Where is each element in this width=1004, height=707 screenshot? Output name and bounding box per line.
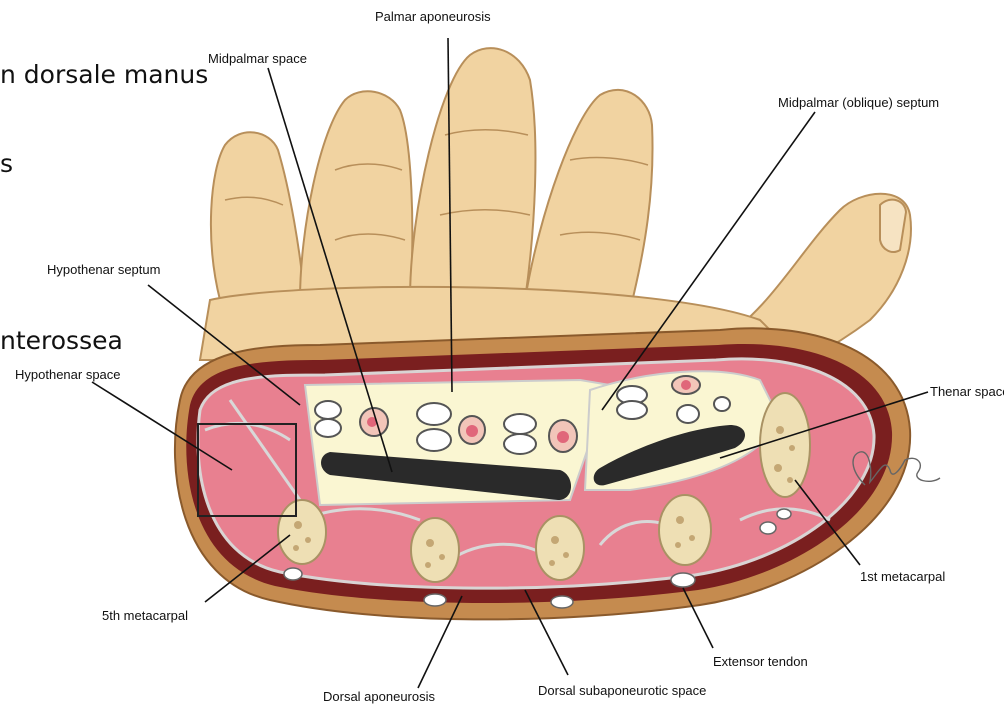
label-extensor-tendon: Extensor tendon bbox=[713, 655, 808, 668]
slide-text-line-3: nterossea bbox=[0, 328, 123, 353]
finger-index bbox=[525, 90, 653, 310]
label-dorsal-subaponeurotic-space: Dorsal subaponeurotic space bbox=[538, 684, 706, 697]
slide-text-line-2: s bbox=[0, 151, 13, 176]
finger-little bbox=[211, 132, 305, 300]
fifth-metacarpal-bone bbox=[278, 500, 326, 564]
label-1st-metacarpal: 1st metacarpal bbox=[860, 570, 945, 583]
label-midpalmar-space: Midpalmar space bbox=[208, 52, 307, 65]
label-thenar-space: Thenar space bbox=[930, 385, 1004, 398]
label-dorsal-aponeurosis: Dorsal aponeurosis bbox=[323, 690, 435, 703]
label-5th-metacarpal: 5th metacarpal bbox=[102, 609, 188, 622]
label-hypothenar-septum: Hypothenar septum bbox=[47, 263, 160, 276]
label-palmar-aponeurosis: Palmar aponeurosis bbox=[375, 10, 491, 23]
label-midpalmar-septum: Midpalmar (oblique) septum bbox=[778, 96, 939, 109]
first-metacarpal-bone bbox=[760, 393, 810, 497]
finger-ring bbox=[300, 91, 412, 300]
finger-middle bbox=[410, 48, 535, 300]
label-hypothenar-space: Hypothenar space bbox=[15, 368, 121, 381]
slide-text-line-1: n dorsale manus bbox=[0, 62, 208, 87]
